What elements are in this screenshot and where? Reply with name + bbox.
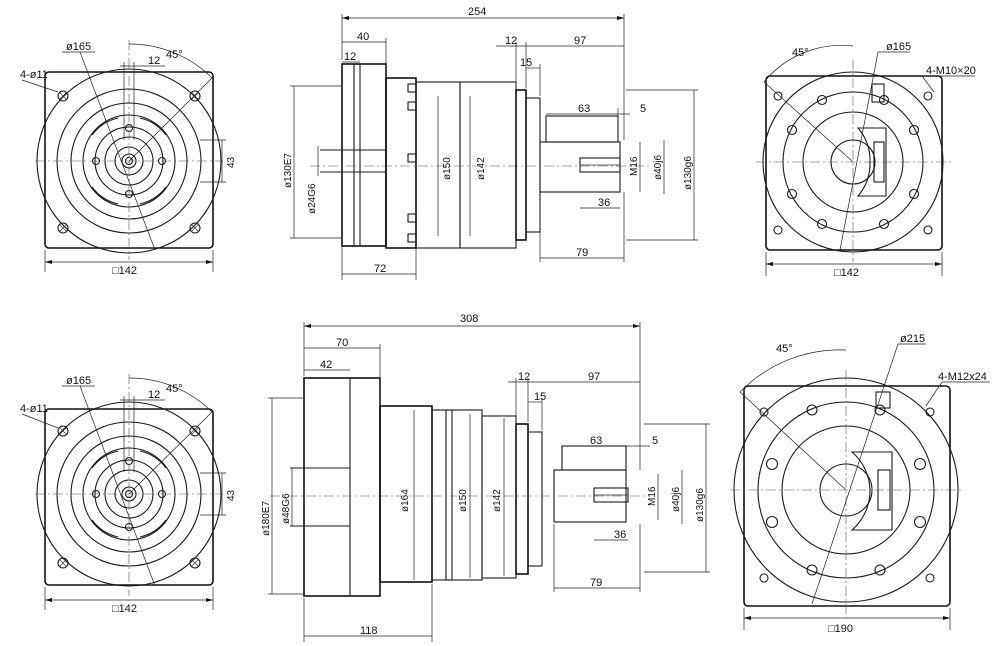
bottom-side-key-len-label: 63	[590, 435, 602, 447]
bottom-side-flange-thk-label: 42	[320, 359, 332, 371]
bottom-side-d130g6-label: ø130g6	[695, 488, 706, 522]
top-side-flange-label: 40	[357, 31, 369, 43]
top-rear-dia-label: ø165	[886, 41, 911, 53]
bottom-side-thread-depth-label: 36	[614, 529, 626, 541]
bottom-front-dia-label: ø165	[66, 375, 91, 387]
bottom-side-shaft-len-label: 97	[588, 371, 600, 383]
top-front-square-label: □142	[112, 265, 137, 277]
top-front-height-label: 43	[226, 156, 237, 168]
top-rear-angle-label: 45°	[792, 47, 809, 59]
top-side-d24g6-label: ø24G6	[307, 183, 318, 214]
bottom-side-d40j6-label: ø40j6	[671, 487, 682, 512]
bottom-side-overall-label: 308	[460, 313, 478, 325]
top-side-thread-label: M16	[629, 156, 640, 176]
bottom-front-square-label: □142	[112, 603, 137, 615]
top-side-shaft-body-label: 79	[576, 247, 588, 259]
bottom-front-height-label: 43	[226, 489, 237, 501]
top-side-d130g6-label: ø130g6	[683, 156, 694, 190]
top-side-body-len-label: 72	[374, 263, 386, 275]
bottom-side-body-len-label: 118	[360, 625, 378, 637]
bottom-side-d142-label: ø142	[492, 489, 503, 512]
top-side-key-len-label: 63	[578, 103, 590, 115]
top-side-shaft-ofs-label: 12	[505, 35, 517, 47]
bottom-rear-angle-label: 45°	[776, 343, 793, 355]
bottom-side-shaft-body-label: 79	[590, 577, 602, 589]
top-rear-view: 45° ø165 4-M10×20 □142	[756, 41, 976, 279]
top-side-shoulder-label: 15	[520, 57, 532, 69]
bottom-side-d48g6-label: ø48G6	[281, 493, 292, 524]
top-front-view: ø165 4-ø11 45° 12 43 □142	[20, 40, 237, 277]
bottom-rear-view: 45° ø215 4-M12x24 □190	[730, 333, 990, 635]
bottom-front-view: ø165 4-ø11 45° 12 43 □142	[20, 374, 237, 615]
top-front-key-label: 12	[148, 55, 160, 67]
top-side-key-ofs-label: 5	[640, 103, 646, 115]
bottom-side-d180e7-label: ø180E7	[261, 501, 272, 536]
bottom-front-holes-label: 4-ø11	[20, 403, 48, 415]
top-side-d142-label: ø142	[476, 157, 487, 180]
bottom-side-shaft-ofs-label: 12	[518, 371, 530, 383]
top-side-shaft-len-label: 97	[574, 35, 586, 47]
bottom-side-d164-label: ø164	[400, 489, 411, 512]
bottom-side-d150-label: ø150	[458, 489, 469, 512]
bottom-side-shoulder-label: 15	[534, 391, 546, 403]
top-side-d130e7-label: ø130E7	[283, 153, 294, 188]
top-front-dia-label: ø165	[66, 41, 91, 53]
top-rear-square-label: □142	[834, 267, 859, 279]
top-side-flange-thk-label: 12	[344, 51, 356, 63]
top-side-d150-label: ø150	[442, 157, 453, 180]
top-side-overall-label: 254	[468, 6, 486, 18]
top-side-thread-depth-label: 36	[598, 197, 610, 209]
top-front-angle-label: 45°	[166, 49, 183, 61]
bottom-side-view: 308 70 42 12 97 15 63 5 36 79 118 ø180E7…	[261, 313, 710, 642]
bottom-side-key-ofs-label: 5	[652, 435, 658, 447]
top-front-holes-label: 4-ø11	[20, 69, 48, 81]
top-rear-threads-label: 4-M10×20	[926, 65, 976, 77]
top-side-view: 254 40 12 12 97 15 63 5 36 79 72 ø130E7 …	[283, 6, 698, 280]
bottom-rear-square-label: □190	[828, 623, 853, 635]
top-side-d40j6-label: ø40j6	[653, 155, 664, 180]
bottom-rear-dia-label: ø215	[900, 333, 925, 345]
bottom-side-thread-label: M16	[647, 486, 658, 506]
bottom-rear-threads-label: 4-M12x24	[938, 371, 987, 383]
bottom-front-angle-label: 45°	[166, 383, 183, 395]
bottom-side-flange-label: 70	[336, 337, 348, 349]
bottom-front-key-label: 12	[148, 389, 160, 401]
